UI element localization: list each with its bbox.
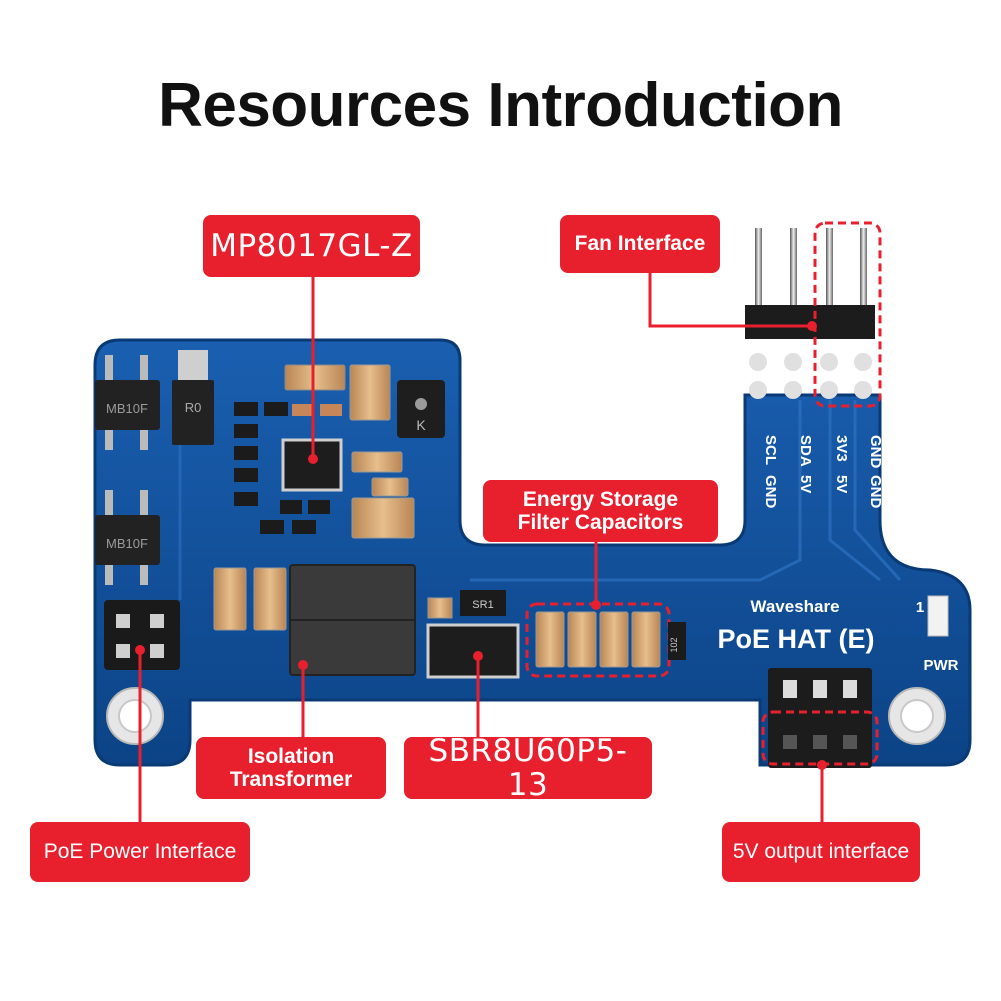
leader-lines xyxy=(138,272,824,822)
fan-label-sda: SDA xyxy=(797,435,814,467)
callout-isolation-transformer: Isolation Transformer xyxy=(196,737,386,799)
bridge-label-bottom: MB10F xyxy=(106,536,148,551)
bridge-label-top: MB10F xyxy=(106,401,148,416)
capacitor-top-small xyxy=(284,364,346,391)
callout-mp8017: MP8017GL-Z xyxy=(203,215,420,277)
resistor-label: 102 xyxy=(669,637,679,652)
fan-pin-header xyxy=(745,221,882,408)
callout-isolation-line2: Transformer xyxy=(229,768,353,791)
fan-label-scl: SCL xyxy=(762,435,779,465)
diode-r0: R0 xyxy=(172,350,214,445)
page-title: Resources Introduction xyxy=(158,71,843,140)
pwr-label: PWR xyxy=(924,657,959,674)
mounting-hole-left xyxy=(106,687,164,745)
callout-energy-storage-line2: Filter Capacitors xyxy=(517,511,684,534)
fan-label-5v-2: 5V xyxy=(833,475,850,493)
poe-power-connector xyxy=(104,600,180,670)
diode-label: R0 xyxy=(185,400,202,415)
capacitor-top-large xyxy=(349,364,391,421)
transformer-capacitors xyxy=(213,567,287,631)
capacitor-mid xyxy=(351,451,409,497)
smd-cluster xyxy=(234,402,342,534)
callout-energy-storage: Energy Storage Filter Capacitors xyxy=(483,480,718,542)
leader-dots xyxy=(135,321,827,770)
smd-sr1: SR1 xyxy=(427,590,506,619)
brand-label: Waveshare xyxy=(750,597,839,616)
led-number: 1 xyxy=(916,599,924,616)
power-led xyxy=(927,595,949,637)
bridge-rectifier-top: MB10F xyxy=(95,355,160,450)
fan-label-gnd-2: GND xyxy=(762,475,779,509)
board-name: PoE HAT (E) xyxy=(718,624,875,654)
resistor-102: 102 xyxy=(668,622,686,660)
energy-storage-capacitors xyxy=(525,602,671,678)
mounting-hole-right xyxy=(888,687,946,745)
inductor-label: K xyxy=(416,417,426,433)
callout-fan-interface: Fan Interface xyxy=(560,215,720,273)
fan-label-gnd-3: GND xyxy=(867,475,884,509)
inductor: K xyxy=(397,380,445,438)
fan-label-gnd: GND xyxy=(867,435,884,469)
capacitor-big-orange xyxy=(351,497,415,539)
callout-isolation-line1: Isolation xyxy=(247,744,335,768)
bridge-rectifier-bottom: MB10F xyxy=(95,490,160,585)
callout-energy-storage-line1: Energy Storage xyxy=(522,487,679,511)
callout-poe-power: PoE Power Interface xyxy=(30,822,250,882)
isolation-transformer xyxy=(289,564,416,676)
callout-5v-output: 5V output interface xyxy=(722,822,920,882)
sbr-diode xyxy=(426,623,520,679)
fan-label-3v3: 3V3 xyxy=(833,435,850,462)
sr1-label: SR1 xyxy=(472,599,493,611)
output-5v-connector xyxy=(761,668,879,768)
fan-label-5v: 5V xyxy=(797,475,814,493)
callout-sbr: SBR8U60P5-13 xyxy=(404,734,652,802)
